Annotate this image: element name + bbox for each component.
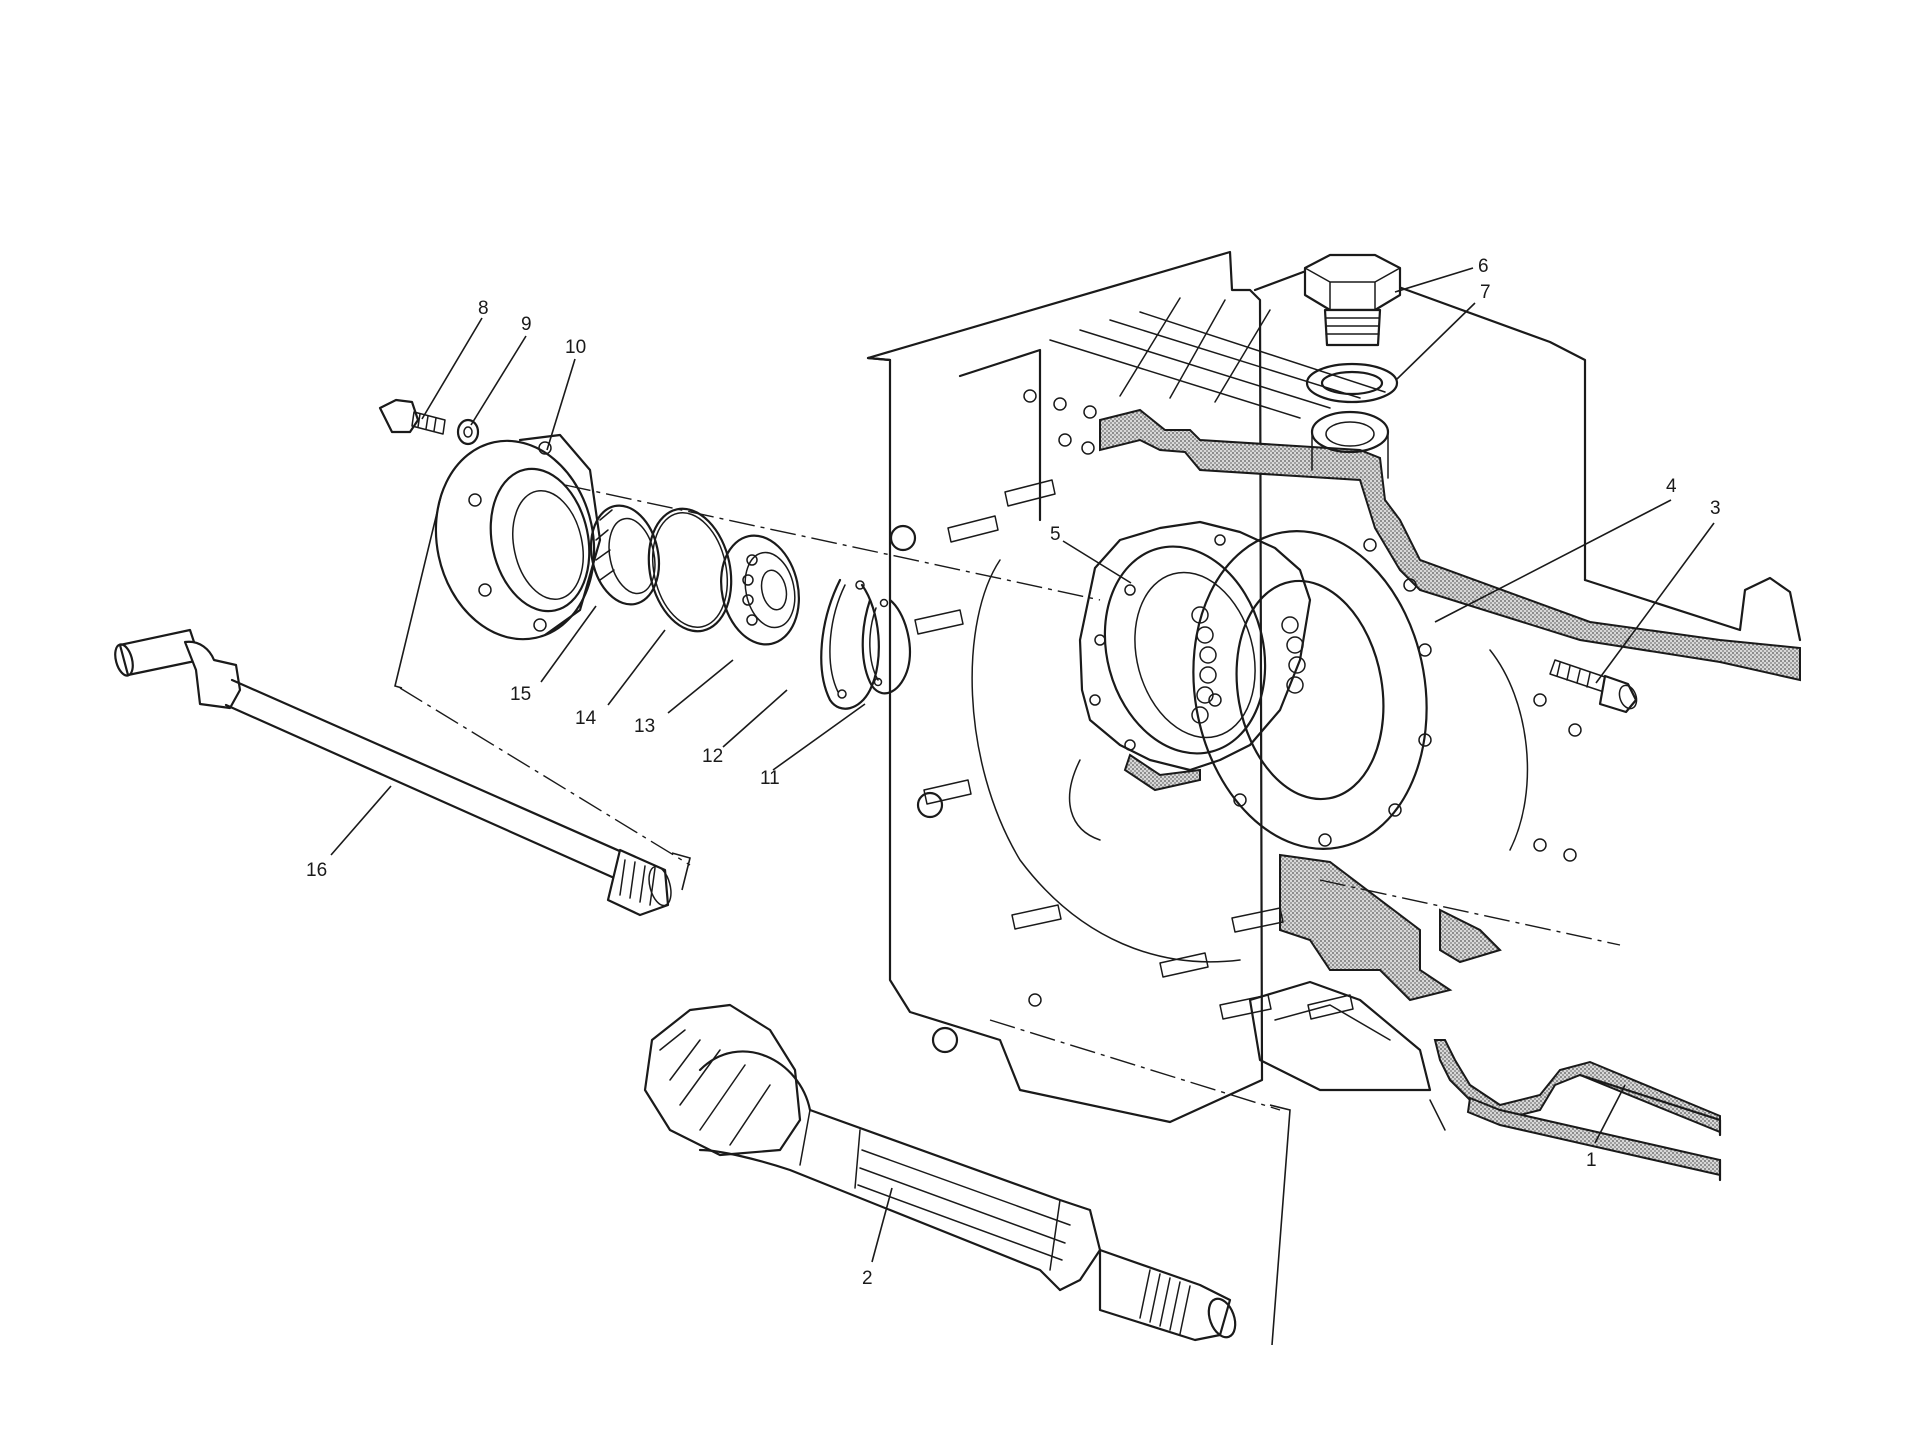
callout-2: 2 <box>862 1268 873 1289</box>
spring-washer <box>456 418 480 446</box>
seal-retainer-cover <box>434 433 602 641</box>
callout-7: 7 <box>1480 282 1491 303</box>
flange-gasket <box>1192 530 1432 850</box>
callout-5: 5 <box>1050 524 1061 545</box>
callout-4: 4 <box>1666 476 1677 497</box>
callout-10: 10 <box>565 337 586 358</box>
pinion-shaft <box>643 1003 1237 1342</box>
circlip-outer <box>820 578 880 710</box>
ball-bearing <box>720 534 800 646</box>
callout-8: 8 <box>478 298 489 319</box>
oil-seal <box>589 504 661 606</box>
splined-shaft <box>114 628 672 917</box>
callout-13: 13 <box>634 716 655 737</box>
leader-lines <box>330 267 1715 1263</box>
callout-14: 14 <box>575 708 597 729</box>
callout-3: 3 <box>1710 498 1721 519</box>
circlip-inner <box>861 598 911 695</box>
cap-screw-left <box>378 398 446 435</box>
cap-screw-right <box>1549 659 1638 714</box>
gearbox-housing <box>866 250 1802 1182</box>
callout-6: 6 <box>1478 256 1489 277</box>
callout-9: 9 <box>521 314 532 335</box>
callout-16: 16 <box>306 860 327 881</box>
bearing-housing <box>1078 520 1312 792</box>
drain-plug <box>1303 253 1402 347</box>
o-ring <box>647 507 733 633</box>
callout-labels: 1 2 3 4 5 6 7 8 9 10 11 12 13 14 15 16 <box>306 256 1721 1289</box>
sealing-washer <box>1305 362 1399 404</box>
callout-12: 12 <box>702 746 723 767</box>
callout-15: 15 <box>510 684 531 705</box>
housing-studs <box>914 479 1209 978</box>
callout-11: 11 <box>760 768 780 789</box>
callout-1: 1 <box>1586 1150 1597 1171</box>
